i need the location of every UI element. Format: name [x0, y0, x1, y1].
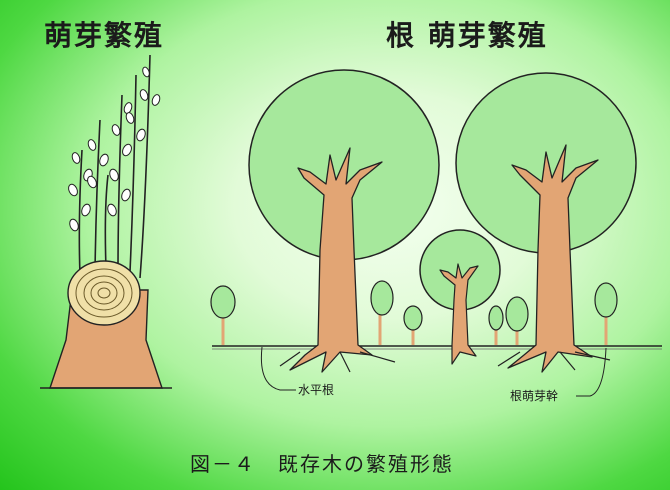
trunk-large-left: [289, 147, 383, 373]
label-horizontal-root: 水平根: [298, 383, 334, 397]
stump-cut-surface: [67, 260, 141, 326]
trunk-medium-center: [439, 263, 479, 365]
leader-root-sprout: [576, 347, 607, 397]
stump-with-sprouts: [40, 54, 172, 389]
figure-caption: 図－４ 既存木の繁殖形態: [190, 452, 454, 476]
title-coppice-propagation: 萌芽繁殖: [44, 19, 165, 52]
sapling-mid-right: [505, 296, 529, 345]
sapling-small-left: [403, 305, 423, 345]
sprout-leaves: [68, 66, 161, 232]
sapling-far-right: [594, 282, 618, 345]
label-root-sprout-trunk: 根萌芽幹: [510, 388, 558, 403]
sapling-mid-left: [370, 280, 394, 345]
sapling-small-right: [488, 305, 504, 345]
trunk-large-right: [507, 144, 599, 373]
sprout-shoots: [78, 54, 151, 279]
sapling-far-left: [210, 285, 236, 345]
root-strokes: [279, 351, 611, 373]
title-root-sprout-propagation: 根 萌芽繁殖: [386, 19, 548, 52]
leader-horizontal-root: [260, 346, 296, 391]
